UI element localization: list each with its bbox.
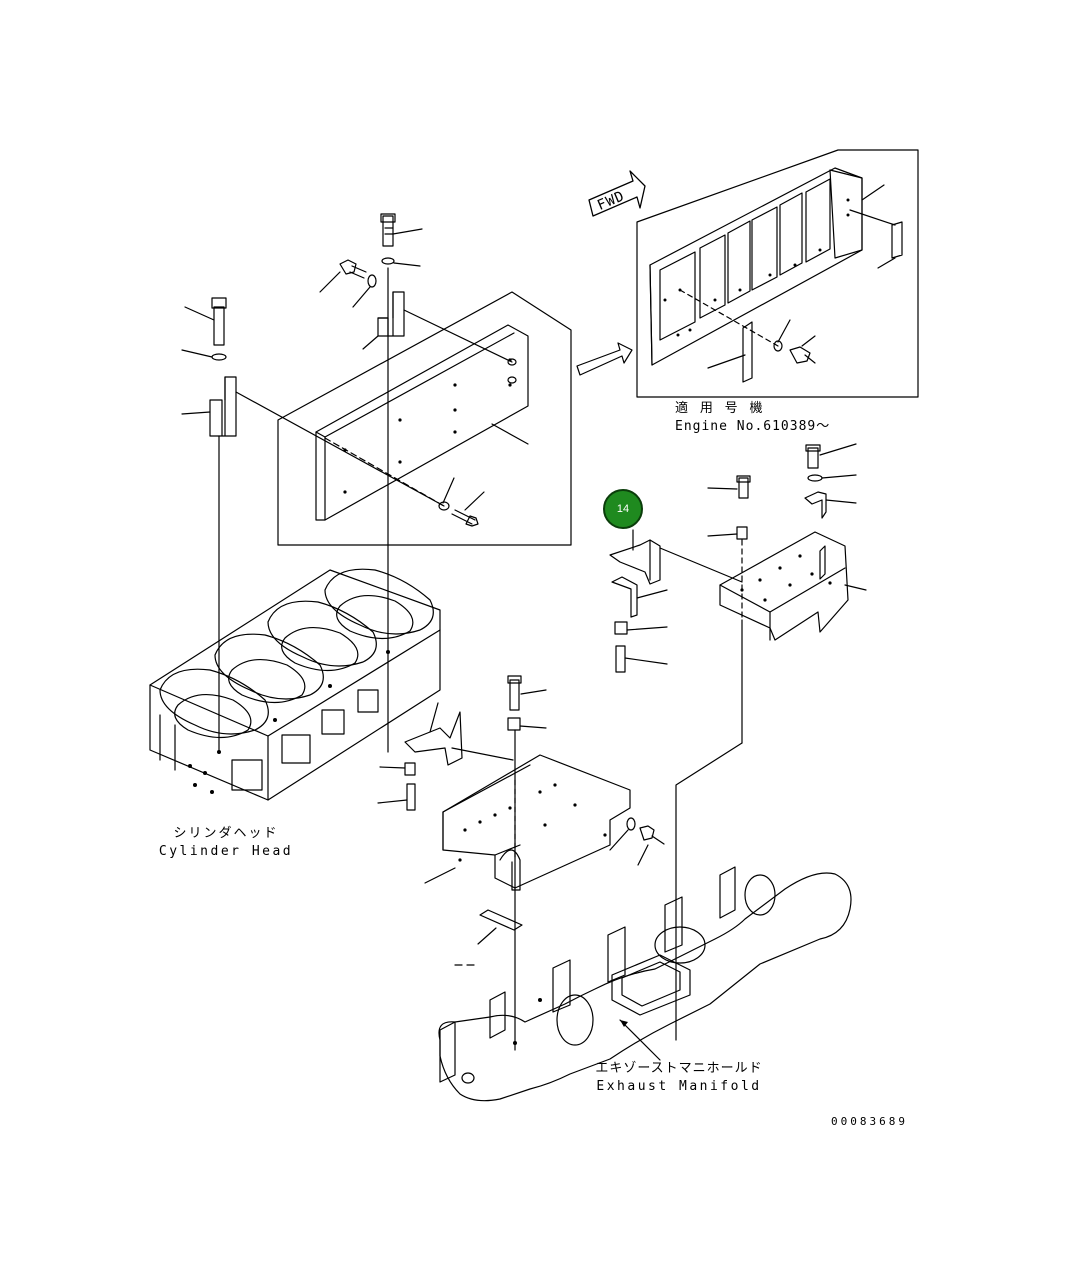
- exhaust-manifold-label-en: Exhaust Manifold: [596, 1079, 762, 1094]
- right-support-bracket: [609, 443, 867, 1041]
- cylinder-head-label-jp: シリンダヘッド: [173, 826, 279, 841]
- upper-right-detail-box: [576, 149, 919, 398]
- serial-applicability-jp: 適 用 号 機: [675, 401, 765, 416]
- figure-number: 00083689: [831, 1115, 908, 1128]
- heat-shield-detail-box: [277, 291, 572, 546]
- upper-brackets-bolts: [181, 213, 513, 753]
- part-callout-14[interactable]: 14: [603, 489, 643, 529]
- exhaust-manifold: [438, 866, 852, 1102]
- callout-number: 14: [616, 503, 630, 515]
- cylinder-head-block: [149, 568, 441, 801]
- cylinder-head-label-en: Cylinder Head: [158, 844, 294, 859]
- lower-heat-shield-bracket: [377, 675, 665, 1051]
- serial-applicability-en: Engine No.610389～: [675, 419, 831, 434]
- exhaust-manifold-label-jp: エキゾーストマニホールド: [595, 1061, 763, 1076]
